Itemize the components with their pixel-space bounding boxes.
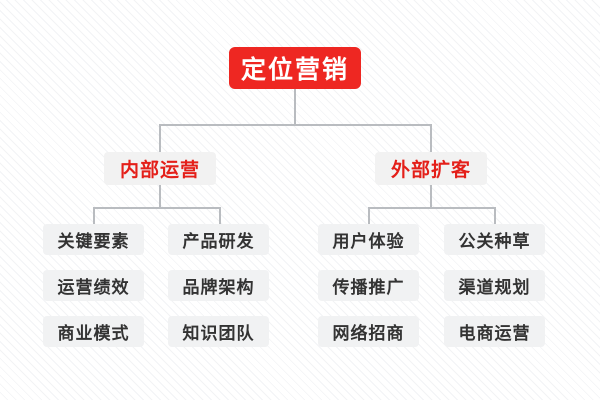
- connector-right-stem: [430, 185, 432, 208]
- leaf-node[interactable]: 用户体验: [318, 224, 419, 255]
- connector-right-bar: [368, 207, 495, 209]
- branch-node-internal-operations[interactable]: 内部运营: [104, 152, 216, 185]
- leaf-node[interactable]: 运营绩效: [43, 270, 144, 301]
- connector-left-stem: [159, 185, 161, 208]
- leaf-node[interactable]: 关键要素: [43, 224, 144, 255]
- leaf-node[interactable]: 产品研发: [168, 224, 269, 255]
- leaf-node[interactable]: 商业模式: [43, 316, 144, 347]
- branch-node-external-acquisition[interactable]: 外部扩客: [375, 152, 487, 185]
- leaf-node[interactable]: 渠道规划: [444, 270, 545, 301]
- connector-right-drop-col2: [368, 207, 370, 224]
- leaf-node[interactable]: 公关种草: [444, 224, 545, 255]
- root-node[interactable]: 定位营销: [229, 47, 361, 89]
- leaf-node[interactable]: 传播推广: [318, 270, 419, 301]
- leaf-node[interactable]: 品牌架构: [168, 270, 269, 301]
- leaf-node[interactable]: 知识团队: [168, 316, 269, 347]
- connector-left-drop-col1: [219, 207, 221, 224]
- connector-branch-drop-left: [159, 124, 161, 152]
- connector-branch-drop-right: [430, 124, 432, 152]
- connector-left-drop-col0: [93, 207, 95, 224]
- connector-left-bar: [93, 207, 220, 209]
- connector-root-stem: [294, 89, 296, 125]
- connector-right-drop-col3: [494, 207, 496, 224]
- leaf-node[interactable]: 网络招商: [318, 316, 419, 347]
- connector-branch-bar: [159, 124, 431, 126]
- leaf-node[interactable]: 电商运营: [444, 316, 545, 347]
